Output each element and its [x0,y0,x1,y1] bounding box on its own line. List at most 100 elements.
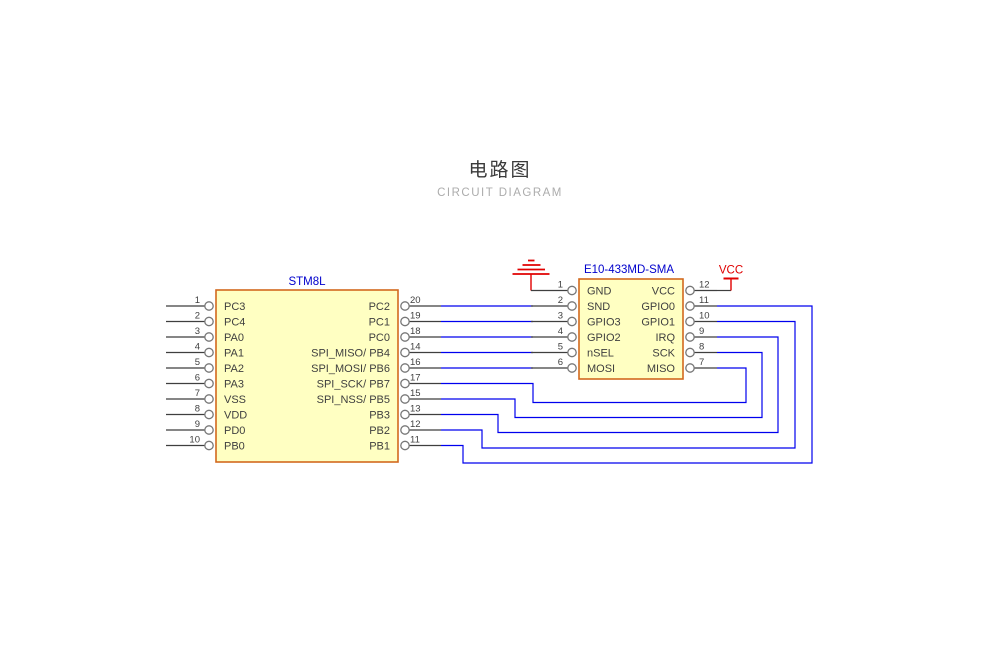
pin-number: 2 [195,311,200,322]
pin-name: VCC [652,285,675,297]
pin-circle [204,378,214,389]
pin-name: PB0 [224,440,245,452]
pin-number: 11 [699,295,709,306]
pin-number: 5 [195,357,200,368]
pin-circle [400,363,410,373]
wire-pb1-to-gpio0 [441,305,813,464]
wire-pb7-to-miso [441,367,747,404]
pin-circle [204,409,214,420]
pin-circle [204,425,214,435]
chip-body-e10 [578,278,684,380]
pin-circle [204,394,214,404]
pin-number: 12 [410,419,421,430]
pin-circle [400,301,410,311]
pin-circle [204,332,214,342]
pin-number: 2 [558,295,563,306]
pin-circle [400,409,410,420]
pin-name: PB2 [369,425,390,437]
pin-name: PA0 [224,332,244,344]
pin-circle [400,425,410,435]
pin-name: MOSI [587,363,615,375]
pin-name: VSS [224,394,246,406]
pin-name: PC3 [224,301,245,313]
page-subtitle: CIRCUIT DIAGRAM [437,187,563,199]
pin-number: 18 [410,326,421,337]
pin-circle [204,440,214,451]
pin-name: SPI_SCK/ PB7 [317,378,390,390]
pin-name: SPI_MOSI/ PB6 [311,363,390,375]
pin-number: 11 [410,435,420,446]
pin-circle [204,363,214,373]
pin-name: GPIO2 [587,332,621,344]
pin-name: VDD [224,409,247,421]
pin-name: GPIO3 [587,316,621,328]
pin-circle [400,440,410,451]
page-header: 电路图 CIRCUIT DIAGRAM [0,160,1000,200]
pin-name: GPIO1 [641,316,675,328]
pin-name: MISO [647,363,676,375]
pin-number: 6 [558,357,563,368]
pin-circle [567,363,577,373]
pin-circle [685,285,695,296]
pin-name: PC0 [369,332,390,344]
pin-name: PA1 [224,347,244,359]
pin-number: 8 [195,404,200,415]
pin-circle [685,332,695,342]
pin-name: SPI_NSS/ PB5 [317,394,390,406]
chip-title-stm8l: STM8L [288,276,326,288]
pin-name: GND [587,285,612,297]
pin-circle [204,347,214,358]
pin-name: PC4 [224,316,245,328]
pin-number: 3 [558,311,563,322]
pin-number: 9 [195,419,200,430]
pin-number: 3 [195,326,200,337]
pin-number: 12 [699,280,710,291]
pin-number: 14 [410,342,421,353]
pin-number: 19 [410,311,421,322]
pin-number: 4 [195,342,200,353]
pin-name: PD0 [224,425,245,437]
pin-circle [400,332,410,342]
wire-pb2-to-gpio1 [441,320,796,449]
pin-name: GPIO0 [641,301,675,313]
chip-body-stm8l [215,289,399,463]
pin-circle [567,332,577,342]
pin-circle [204,301,214,311]
pin-number: 20 [410,295,421,306]
pin-number: 10 [699,311,710,322]
pin-number: 1 [195,295,200,306]
pin-circle [400,378,410,389]
pin-circle [400,316,410,327]
pin-name: PA3 [224,378,244,390]
wire-pb5-to-sck [441,351,763,419]
pin-name: PB3 [369,409,390,421]
pin-number: 7 [195,388,200,399]
pin-number: 5 [558,342,563,353]
pin-number: 8 [699,342,704,353]
pin-number: 13 [410,404,421,415]
pin-number: 10 [189,435,200,446]
pin-name: PA2 [224,363,244,375]
pin-number: 17 [410,373,421,384]
pin-name: PB1 [369,440,390,452]
pin-circle [400,347,410,358]
wire-pb3-to-irq [441,336,779,434]
pin-name: PC2 [369,301,390,313]
vcc-label: VCC [719,265,743,277]
pin-circle [400,394,410,404]
pin-circle [685,301,695,311]
pin-name: SND [587,301,610,313]
pin-name: SCK [652,347,675,359]
pin-number: 1 [558,280,563,291]
pin-number: 4 [558,326,563,337]
pin-name: IRQ [655,332,675,344]
pin-circle [567,285,577,296]
pin-name: PC1 [369,316,390,328]
pin-circle [567,301,577,311]
pin-circle [204,316,214,327]
pin-circle [685,347,695,358]
pin-circle [685,363,695,373]
pin-circle [567,347,577,358]
